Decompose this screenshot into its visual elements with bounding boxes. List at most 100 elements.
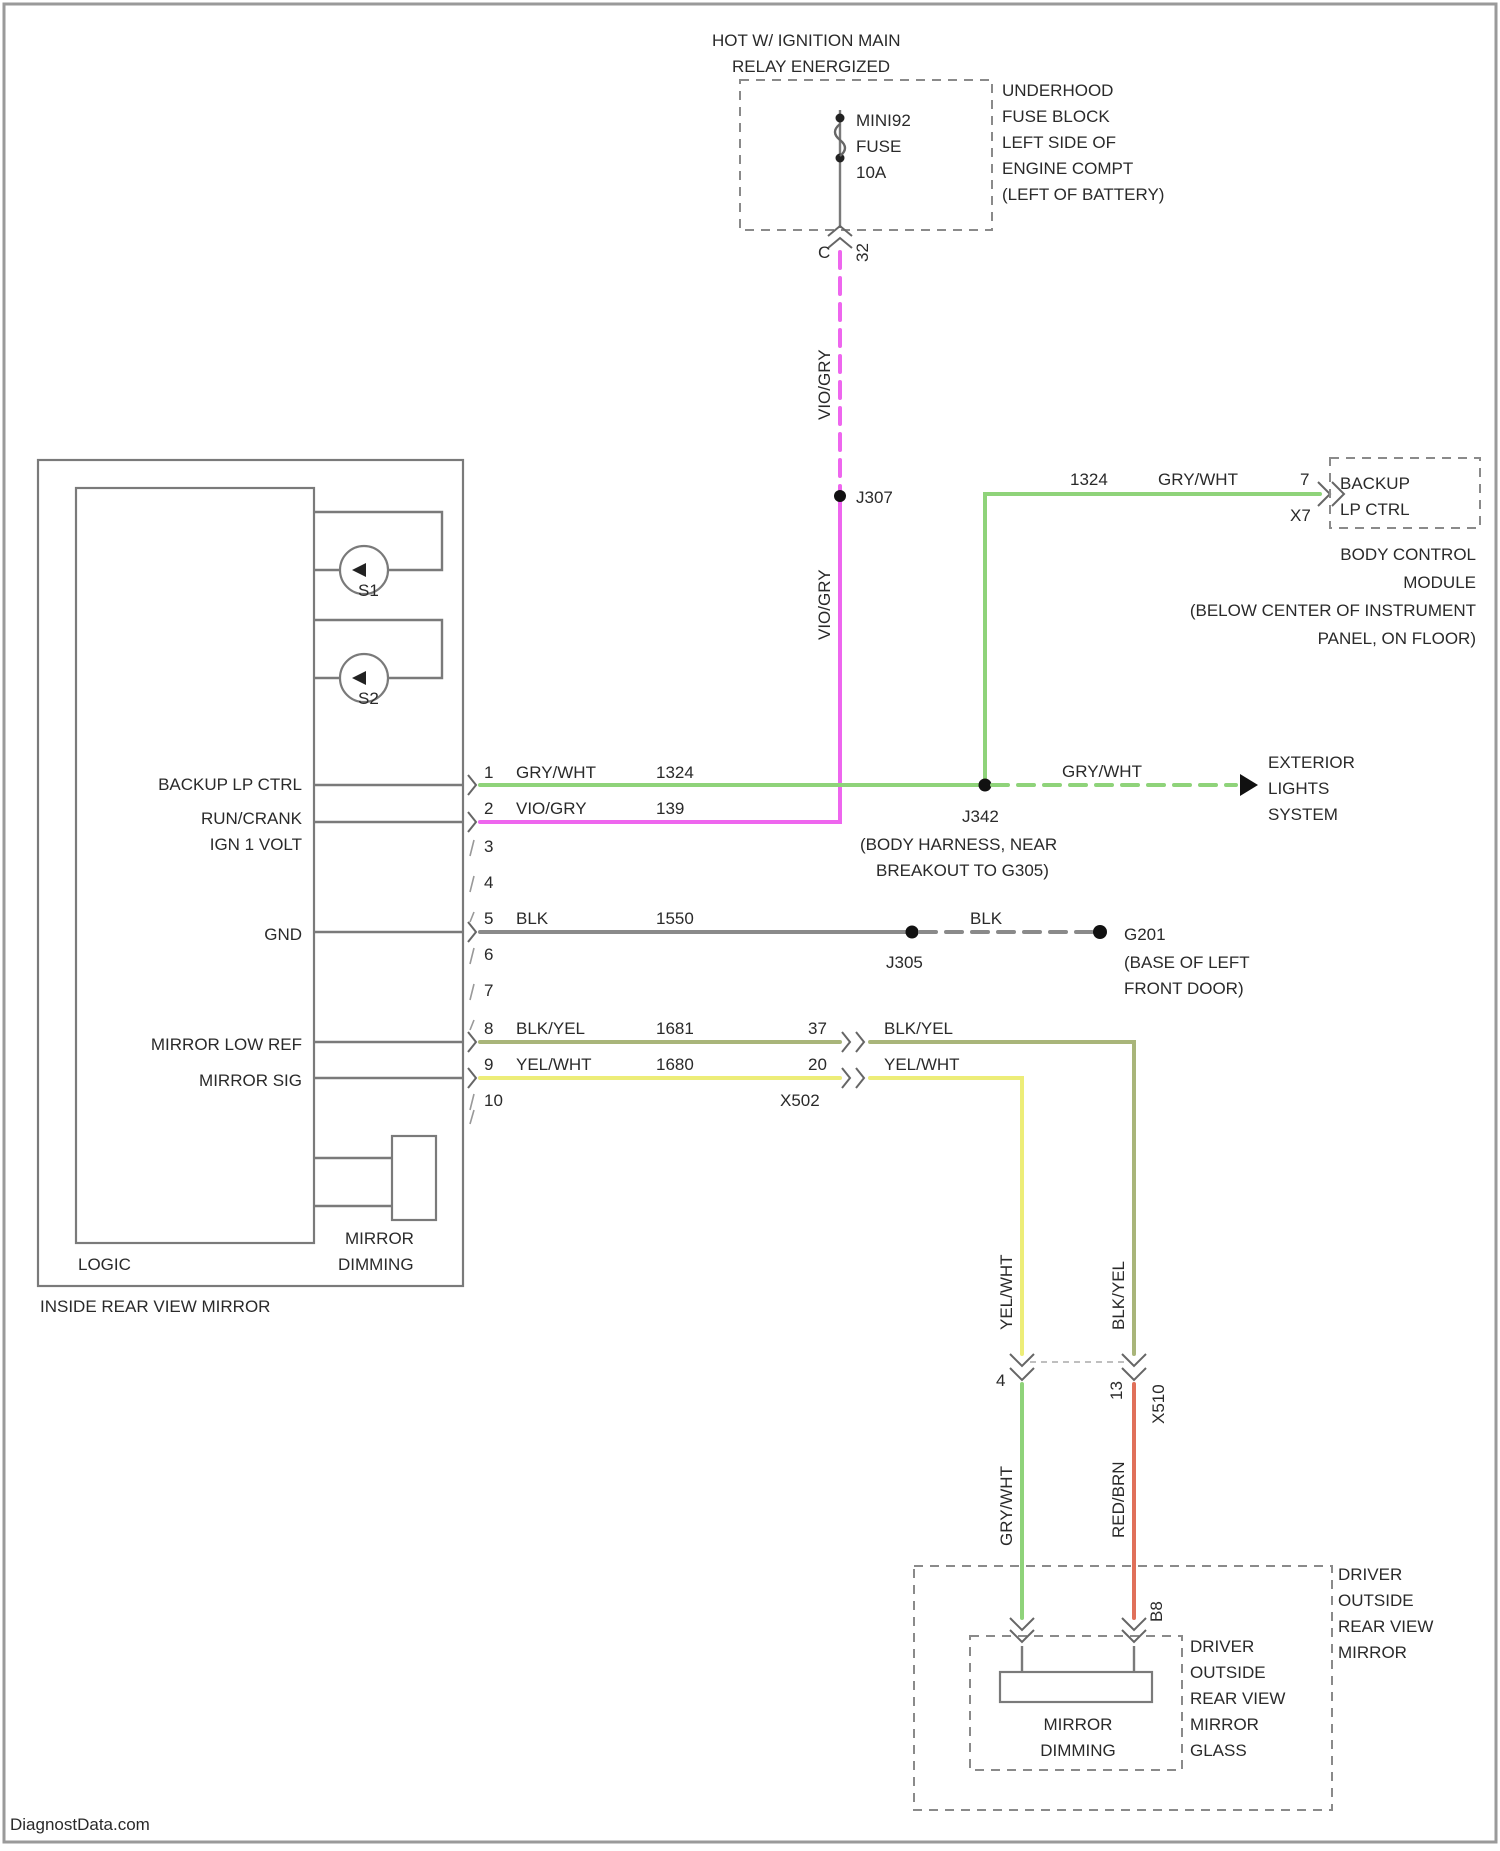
ground-desc-line2: FRONT DOOR) [1124,979,1244,998]
bcm-module-line2: MODULE [1403,573,1476,592]
glass-label-line4: MIRROR [1190,1715,1259,1734]
vio-wire-label-lower: VIO/GRY [815,569,834,640]
outside-label-line3: REAR VIEW [1338,1617,1433,1636]
fuse-label-line3: 10A [856,163,887,182]
glass-label-line2: OUTSIDE [1190,1663,1266,1682]
splice-j307-node [834,490,846,502]
glass-dimming-line2: DIMMING [1040,1741,1116,1760]
wire2-color: VIO/GRY [516,799,587,818]
pin-10: 10 [484,1091,503,1110]
bcm-connector: X7 [1290,506,1311,525]
bcm-wire-color: GRY/WHT [1158,470,1238,489]
pin-3: 3 [484,837,493,856]
door-right-pin: 13 [1107,1381,1126,1400]
wire5-color: BLK [516,909,549,928]
fuse-label-line1: MINI92 [856,111,911,130]
inside-dimming-element [392,1136,436,1220]
wire2-circuit: 139 [656,799,684,818]
pin-7: 7 [484,981,493,1000]
pin-9: 9 [484,1055,493,1074]
wire9-circuit: 1680 [656,1055,694,1074]
glass-label-line3: REAR VIEW [1190,1689,1285,1708]
x502-right-a-color: BLK/YEL [884,1019,953,1038]
pin-label-mirror-sig: MIRROR SIG [199,1071,302,1090]
mirror-connector-icon [468,775,476,1088]
bcm-circuit: 1324 [1070,470,1108,489]
x502-pin-b: 20 [808,1055,827,1074]
pin-2: 2 [484,799,493,818]
outside-mirror-outline [914,1566,1332,1810]
logic-pin-leads [314,785,462,1078]
outside-label-line1: DRIVER [1338,1565,1402,1584]
bcm-pin-label-line2: LP CTRL [1340,500,1410,519]
exterior-line1: EXTERIOR [1268,753,1355,772]
x502-pin-a: 37 [808,1019,827,1038]
ground-g201-icon [1093,925,1107,939]
bcm-module-line1: BODY CONTROL [1340,545,1476,564]
door-lower-right-label: RED/BRN [1109,1461,1128,1538]
bcm-pin-label-line1: BACKUP [1340,474,1410,493]
footer-watermark: DiagnostData.com [10,1815,150,1834]
bcm-module-line3: (BELOW CENTER OF INSTRUMENT [1190,601,1476,620]
bcm-pin: 7 [1300,470,1309,489]
pin-1: 1 [484,763,493,782]
vio-wire-label-upper: VIO/GRY [815,349,834,420]
outside-label-line2: OUTSIDE [1338,1591,1414,1610]
wire9-color: YEL/WHT [516,1055,592,1074]
fuse-node-top [836,114,845,123]
fuse-block-label-line5: (LEFT OF BATTERY) [1002,185,1164,204]
pin-label-backup-lp-ctrl: BACKUP LP CTRL [158,775,302,794]
wire-pin2-vio-gry [480,818,840,822]
fuse-label-line2: FUSE [856,137,901,156]
door-left-vertical-label: YEL/WHT [997,1254,1016,1330]
fuse-block-label-line1: UNDERHOOD [1002,81,1113,100]
pin-label-run-crank-line2: IGN 1 VOLT [210,835,302,854]
pin-label-gnd: GND [264,925,302,944]
pin-4: 4 [484,873,493,892]
inside-mirror-outline [38,460,463,1286]
fuse-block-pin-side: C [818,243,830,262]
inside-dimming-leads [314,1158,392,1206]
glass-label-line5: GLASS [1190,1741,1247,1760]
splice-j305-node [906,926,919,939]
x502-connector-icon [842,1032,864,1088]
fuse-block-pin: 32 [853,243,872,262]
pin-5: 5 [484,909,493,928]
glass-label-line1: DRIVER [1190,1637,1254,1656]
bcm-module-line4: PANEL, ON FLOOR) [1318,629,1476,648]
wire-gry-wht-to-bcm [985,494,1320,785]
sensor-s1-label: S1 [358,581,379,600]
door-lower-left-label: GRY/WHT [997,1466,1016,1546]
wire1-circuit: 1324 [656,763,694,782]
splice-j342-label: J342 [962,807,999,826]
x502-right-b-color: YEL/WHT [884,1055,960,1074]
splice-j342-node [979,779,992,792]
ground-desc-line1: (BASE OF LEFT [1124,953,1250,972]
fuse-block-label-line2: FUSE BLOCK [1002,107,1110,126]
pin-8: 8 [484,1019,493,1038]
power-title-line2: RELAY ENERGIZED [732,57,890,76]
splice-j342-desc-line1: (BODY HARNESS, NEAR [860,835,1057,854]
inside-mirror-label: INSIDE REAR VIEW MIRROR [40,1297,270,1316]
x510-connector-icon [1010,1354,1146,1380]
glass-dimming-element [1000,1672,1152,1702]
door-right-vertical-label: BLK/YEL [1109,1261,1128,1330]
x510-label: X510 [1149,1384,1168,1424]
door-left-pin: 4 [996,1371,1005,1390]
x502-label: X502 [780,1091,820,1110]
wire5-circuit: 1550 [656,909,694,928]
inside-dimming-label-line1: MIRROR [345,1229,414,1248]
exterior-line3: SYSTEM [1268,805,1338,824]
wire8-color: BLK/YEL [516,1019,585,1038]
pin-label-mirror-low-ref: MIRROR LOW REF [151,1035,302,1054]
logic-box [76,488,314,1243]
wire1-color: GRY/WHT [516,763,596,782]
sensor-s2-label: S2 [358,689,379,708]
power-title-line1: HOT W/ IGNITION MAIN [712,31,901,50]
exterior-line2: LIGHTS [1268,779,1329,798]
wire8-circuit: 1681 [656,1019,694,1038]
logic-label: LOGIC [78,1255,131,1274]
pin-6: 6 [484,945,493,964]
